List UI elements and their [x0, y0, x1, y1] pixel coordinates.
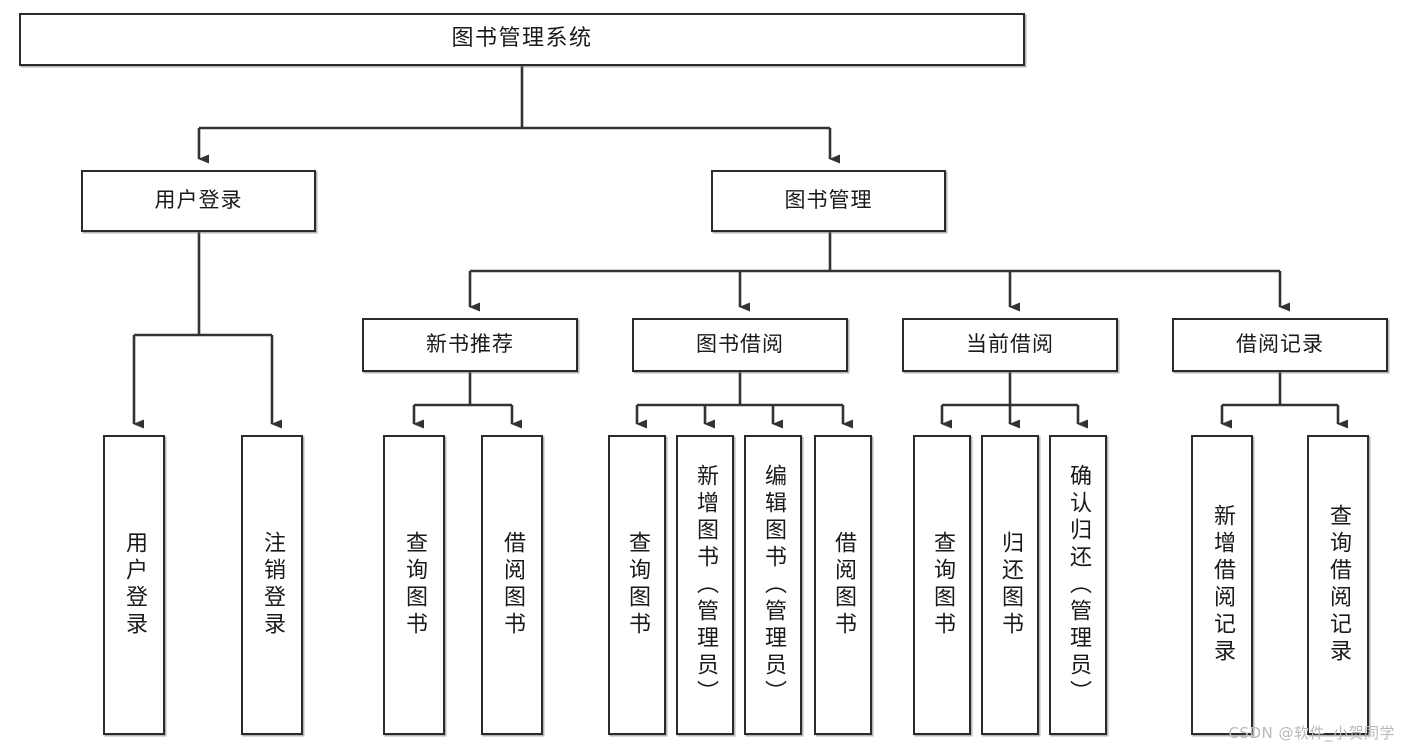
- leaf-edit-book-admin[interactable]: 编辑图书（管理员）: [744, 435, 802, 735]
- node-book-management-system[interactable]: 图书管理系统: [19, 13, 1025, 66]
- node-label: 查询图书: [930, 531, 955, 639]
- leaf-borrow-book[interactable]: 借阅图书: [814, 435, 872, 735]
- node-label: 编辑图书（管理员）: [761, 463, 786, 707]
- leaf-return-book[interactable]: 归还图书: [981, 435, 1039, 735]
- leaf-logout[interactable]: 注销登录: [241, 435, 303, 735]
- node-label: 注销登录: [260, 531, 285, 639]
- node-current-borrow[interactable]: 当前借阅: [902, 318, 1118, 372]
- node-label: 确认归还（管理员）: [1066, 463, 1091, 707]
- node-label: 新书推荐: [426, 332, 514, 357]
- node-label: 图书管理: [784, 188, 873, 213]
- node-label: 新增图书（管理员）: [693, 463, 718, 707]
- watermark-text: CSDN @软件_小贺同学: [1228, 724, 1395, 742]
- leaf-query-borrow-record[interactable]: 查询借阅记录: [1307, 435, 1369, 735]
- node-label: 归还图书: [998, 531, 1023, 639]
- node-label: 查询借阅记录: [1326, 504, 1351, 666]
- leaf-query-book-recommend[interactable]: 查询图书: [383, 435, 445, 735]
- leaf-query-book-borrow[interactable]: 查询图书: [608, 435, 666, 735]
- node-label: 新增借阅记录: [1210, 504, 1235, 666]
- node-new-book-recommend[interactable]: 新书推荐: [362, 318, 578, 372]
- node-book-management[interactable]: 图书管理: [711, 170, 946, 232]
- node-label: 图书管理系统: [451, 26, 593, 52]
- node-label: 用户登录: [154, 188, 243, 213]
- leaf-add-book-admin[interactable]: 新增图书（管理员）: [676, 435, 734, 735]
- node-label: 借阅图书: [831, 531, 856, 639]
- node-label: 当前借阅: [966, 332, 1054, 357]
- node-label: 借阅图书: [500, 531, 525, 639]
- leaf-add-borrow-record[interactable]: 新增借阅记录: [1191, 435, 1253, 735]
- node-user-login[interactable]: 用户登录: [81, 170, 316, 232]
- leaf-user-login[interactable]: 用户登录: [103, 435, 165, 735]
- node-label: 查询图书: [625, 531, 650, 639]
- node-label: 查询图书: [402, 531, 427, 639]
- leaf-query-book-current[interactable]: 查询图书: [913, 435, 971, 735]
- node-label: 用户登录: [122, 531, 147, 639]
- node-book-borrow[interactable]: 图书借阅: [632, 318, 848, 372]
- node-label: 图书借阅: [696, 332, 784, 357]
- node-label: 借阅记录: [1236, 332, 1324, 357]
- leaf-borrow-book-recommend[interactable]: 借阅图书: [481, 435, 543, 735]
- node-borrow-record[interactable]: 借阅记录: [1172, 318, 1388, 372]
- leaf-confirm-return-admin[interactable]: 确认归还（管理员）: [1049, 435, 1107, 735]
